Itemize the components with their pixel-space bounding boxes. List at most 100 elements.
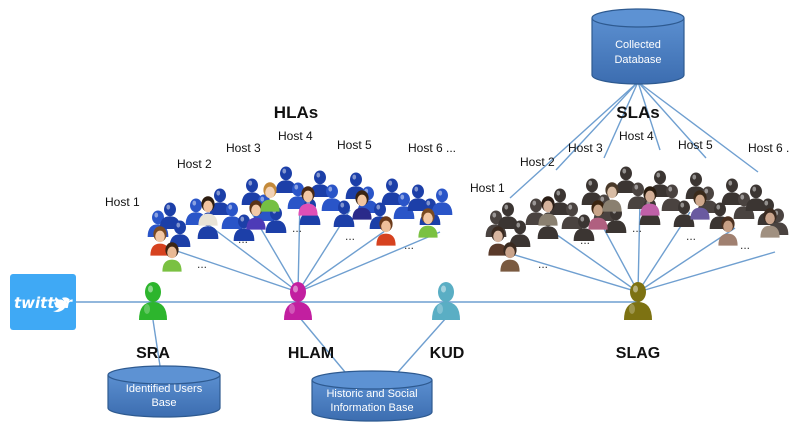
ellipsis-mark: ... xyxy=(292,221,302,235)
sla-host-4-label: Host 4 xyxy=(619,129,654,143)
hla-person-icon xyxy=(209,188,231,215)
sla-person-icon xyxy=(745,184,767,211)
hla-person-icon xyxy=(287,182,309,209)
sla-person-icon xyxy=(627,182,649,209)
sla-person-icon xyxy=(673,200,695,227)
sla-person-icon xyxy=(602,182,622,212)
sla-host-labels: Host 1 Host 2 Host 3 Host 4 Host 5 Host … xyxy=(470,129,790,195)
hla-host-4-label: Host 4 xyxy=(278,129,313,143)
sla-group-title: SLAs xyxy=(616,103,659,122)
hla-person-icon xyxy=(309,170,331,197)
sla-person-icon xyxy=(588,200,608,230)
slag-host-link xyxy=(549,229,639,293)
ellipsis-mark: ... xyxy=(538,257,548,271)
hlam-host-link xyxy=(297,231,441,293)
sla-person-icon xyxy=(760,208,780,238)
hla-host-3-label: Host 3 xyxy=(226,141,261,155)
collected-db-link xyxy=(555,81,639,171)
historic-social-database: Historic and Social Information Base xyxy=(311,370,433,422)
agents xyxy=(139,282,652,320)
ellipsis-mark: ... xyxy=(686,229,696,243)
hlam-host-link xyxy=(209,225,299,293)
sla-person-icon xyxy=(561,202,583,229)
sra-agent-icon xyxy=(139,282,167,320)
sra-db-link xyxy=(152,319,161,367)
ellipsis-mark: ... xyxy=(345,229,355,243)
slag-host-link xyxy=(637,227,736,293)
collected-db-link xyxy=(637,81,759,173)
sla-person-icon xyxy=(538,196,558,226)
hla-host-1-label: Host 1 xyxy=(105,195,140,209)
collected-db-label-line1: Collected xyxy=(615,39,661,51)
ellipsis-mark: ... xyxy=(238,232,248,246)
hla-person-icon xyxy=(352,190,372,220)
hla-host-crowd xyxy=(147,166,453,272)
hla-person-icon xyxy=(431,188,453,215)
slag-host-link xyxy=(637,251,776,293)
sla-host-crowd xyxy=(485,166,789,272)
sra-agent-label: SRA xyxy=(136,345,170,362)
identified-db-label-line2: Base xyxy=(151,397,176,409)
hla-person-icon xyxy=(169,220,191,247)
sla-person-icon xyxy=(500,242,520,272)
twitter-logo: twitter xyxy=(10,274,76,330)
hla-person-icon xyxy=(381,178,403,205)
slag-agent-icon xyxy=(624,282,652,320)
hla-person-icon xyxy=(233,214,255,241)
sla-person-icon xyxy=(690,190,710,220)
hla-host-labels: Host 1 Host 2 Host 3 Host 4 Host 5 Host … xyxy=(105,129,456,209)
identified-users-database: Identified Users Base xyxy=(107,365,221,418)
sla-person-icon xyxy=(718,216,738,246)
sla-person-icon xyxy=(640,186,660,216)
ellipsis-mark: ... xyxy=(740,238,750,252)
hla-person-icon xyxy=(162,242,182,272)
ellipsis-marks: ... ... ... ... ... ... ... ... ... ... xyxy=(197,221,750,271)
hla-person-icon xyxy=(246,200,266,230)
sla-person-icon xyxy=(497,202,519,229)
hla-group-title: HLAs xyxy=(274,103,318,122)
hlam-db-link xyxy=(299,317,346,373)
hla-person-icon xyxy=(221,202,243,229)
sla-person-icon xyxy=(661,184,683,211)
hla-person-icon xyxy=(333,200,355,227)
sla-host-5-label: Host 5 xyxy=(678,138,713,152)
hlam-host-link xyxy=(167,247,299,293)
historic-db-label-line1: Historic and Social xyxy=(326,388,417,400)
sla-person-icon xyxy=(549,188,571,215)
kud-db-link xyxy=(397,317,447,373)
hlam-agent-label: HLAM xyxy=(288,345,334,362)
collected-db-link xyxy=(637,81,707,159)
collected-db-link xyxy=(637,81,661,151)
sla-person-icon xyxy=(721,178,743,205)
hla-person-icon xyxy=(376,216,396,246)
hlam-host-link xyxy=(297,225,393,293)
sla-host-1-label: Host 1 xyxy=(470,181,505,195)
sla-person-icon xyxy=(509,220,531,247)
sla-person-icon xyxy=(488,226,508,256)
identified-db-label-line1: Identified Users xyxy=(126,383,203,395)
hla-person-icon xyxy=(198,196,218,226)
hla-person-icon xyxy=(260,182,280,212)
hla-person-icon xyxy=(150,226,170,256)
slag-agent-label: SLAG xyxy=(616,345,660,362)
hla-host-6-label: Host 6 ... xyxy=(408,141,456,155)
sla-host-6-label: Host 6 .. xyxy=(748,141,790,155)
hla-person-icon xyxy=(418,208,438,238)
collected-database: Collected Database xyxy=(591,8,685,85)
kud-agent-label: KUD xyxy=(430,345,465,362)
hla-person-icon xyxy=(321,184,343,211)
collected-db-label-line2: Database xyxy=(614,54,661,66)
twitter-bird-icon xyxy=(53,297,70,312)
sla-person-icon xyxy=(573,214,595,241)
hla-person-icon xyxy=(298,186,318,216)
hla-person-icon xyxy=(275,166,297,193)
sla-person-icon xyxy=(615,166,637,193)
slag-host-link xyxy=(637,199,641,293)
historic-db-label-line2: Information Base xyxy=(330,402,413,414)
hla-host-5-label: Host 5 xyxy=(337,138,372,152)
hlam-agent-icon xyxy=(284,282,312,320)
hla-host-2-label: Host 2 xyxy=(177,157,212,171)
kud-agent-icon xyxy=(432,282,460,320)
collected-db-link xyxy=(509,81,639,199)
